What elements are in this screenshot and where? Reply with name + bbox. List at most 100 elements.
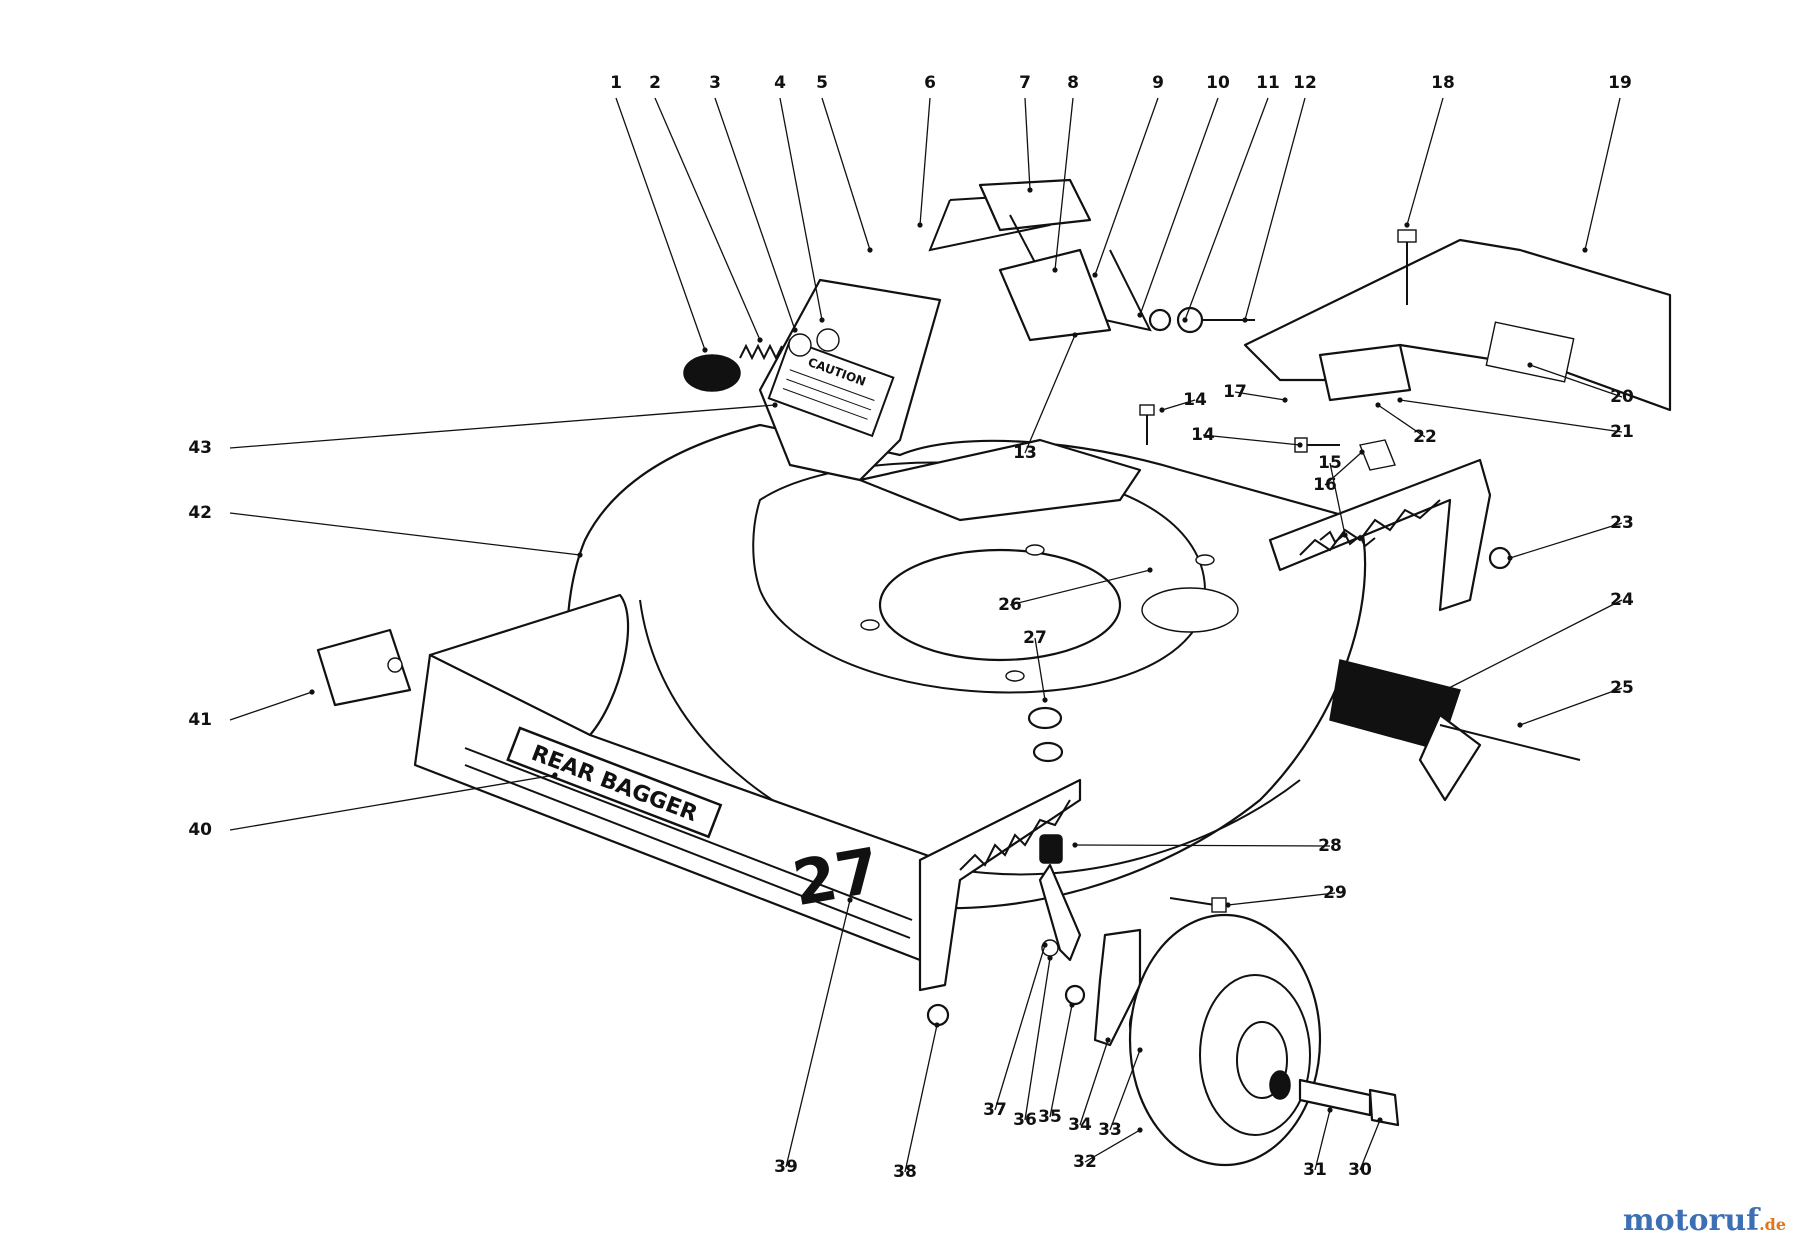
callout-leader-10 bbox=[1139, 97, 1219, 316]
clip-16 bbox=[1359, 439, 1396, 471]
callout-dot-5 bbox=[867, 247, 873, 253]
callout-dot-14 bbox=[1159, 407, 1165, 413]
callout-leader-9 bbox=[1094, 97, 1159, 276]
callout-dot-25 bbox=[1517, 722, 1523, 728]
callout-dot-3 bbox=[792, 327, 798, 333]
callout-dot-35 bbox=[1069, 1002, 1075, 1008]
callout-label-35: 35 bbox=[1038, 1107, 1062, 1127]
callout-dot-23 bbox=[1507, 555, 1513, 561]
nut-38 bbox=[926, 1003, 950, 1027]
axle-bolt bbox=[1298, 1078, 1400, 1127]
callout-label-10: 10 bbox=[1206, 73, 1230, 93]
callout-dot-17 bbox=[1282, 397, 1288, 403]
callout-label-1: 1 bbox=[610, 73, 622, 93]
callout-dot-2 bbox=[757, 337, 763, 343]
callout-leader-2 bbox=[654, 97, 761, 341]
callout-label-6: 6 bbox=[924, 73, 936, 93]
callout-leader-24 bbox=[1444, 599, 1623, 691]
callout-label-26: 26 bbox=[998, 595, 1022, 615]
callout-label-8: 8 bbox=[1067, 73, 1079, 93]
callout-leader-6 bbox=[919, 97, 931, 226]
mower-deck bbox=[565, 423, 1367, 910]
watermark-main-text: motoruf bbox=[1622, 1203, 1760, 1238]
callout-dot-21 bbox=[1397, 397, 1403, 403]
callout-leader-32 bbox=[1084, 1129, 1141, 1163]
callout-dot-14 bbox=[1297, 442, 1303, 448]
callout-leader-19 bbox=[1584, 97, 1621, 251]
callout-leader-34 bbox=[1079, 1039, 1109, 1126]
callout-dot-13 bbox=[1072, 332, 1078, 338]
callout-label-40: 40 bbox=[188, 820, 212, 840]
callout-dot-20 bbox=[1527, 362, 1533, 368]
callout-label-41: 41 bbox=[188, 710, 212, 730]
callout-label-38: 38 bbox=[893, 1162, 917, 1182]
callout-label-11: 11 bbox=[1256, 73, 1280, 93]
callout-label-23: 23 bbox=[1610, 513, 1634, 533]
washer-11 bbox=[1148, 308, 1172, 332]
callout-leader-23 bbox=[1509, 522, 1623, 559]
callout-leader-38 bbox=[904, 1024, 938, 1173]
callout-label-37: 37 bbox=[983, 1100, 1007, 1120]
callout-dot-7 bbox=[1027, 187, 1033, 193]
callout-dot-32 bbox=[1137, 1127, 1143, 1133]
callout-dot-43 bbox=[772, 402, 778, 408]
callout-dot-41 bbox=[309, 689, 315, 695]
callout-label-27: 27 bbox=[1023, 628, 1047, 648]
washer bbox=[816, 328, 840, 352]
washer bbox=[788, 333, 812, 357]
callout-label-20: 20 bbox=[1610, 387, 1634, 407]
callout-leader-41 bbox=[229, 691, 313, 721]
callout-dot-8 bbox=[1052, 267, 1058, 273]
callout-leader-14 bbox=[1202, 434, 1301, 446]
adjuster-bracket bbox=[1093, 928, 1142, 1047]
right-side-plate bbox=[918, 458, 1492, 992]
wheel bbox=[1128, 913, 1322, 1167]
callout-label-16: 16 bbox=[1313, 475, 1337, 495]
callout-label-34: 34 bbox=[1068, 1115, 1092, 1135]
callout-leader-26 bbox=[1009, 569, 1151, 606]
nut-23 bbox=[1488, 546, 1512, 570]
callout-dot-30 bbox=[1377, 1117, 1383, 1123]
callout-dot-26 bbox=[1147, 567, 1153, 573]
callout-label-2: 2 bbox=[649, 73, 661, 93]
callout-leader-39 bbox=[785, 899, 851, 1168]
callout-dot-33 bbox=[1137, 1047, 1143, 1053]
callout-leader-5 bbox=[821, 97, 871, 251]
callout-label-25: 25 bbox=[1610, 678, 1634, 698]
callout-label-19: 19 bbox=[1608, 73, 1632, 93]
callout-label-30: 30 bbox=[1348, 1160, 1372, 1180]
callout-dot-18 bbox=[1404, 222, 1410, 228]
callout-dot-10 bbox=[1137, 312, 1143, 318]
callout-label-43: 43 bbox=[188, 438, 212, 458]
callout-label-17: 17 bbox=[1223, 382, 1247, 402]
callout-label-42: 42 bbox=[188, 503, 212, 523]
callout-leader-1 bbox=[615, 97, 706, 351]
model-number-decal: 27 bbox=[787, 833, 885, 920]
callout-dot-38 bbox=[934, 1022, 940, 1028]
height-lever bbox=[1038, 834, 1082, 962]
callout-label-32: 32 bbox=[1073, 1152, 1097, 1172]
callout-label-31: 31 bbox=[1303, 1160, 1327, 1180]
knob bbox=[683, 354, 741, 392]
callout-leader-13 bbox=[1024, 334, 1076, 454]
rear-flap bbox=[1329, 659, 1581, 802]
callout-leader-30 bbox=[1359, 1119, 1381, 1171]
callout-dot-22 bbox=[1375, 402, 1381, 408]
callout-label-5: 5 bbox=[816, 73, 828, 93]
callout-leader-35 bbox=[1049, 1004, 1073, 1118]
callout-leader-20 bbox=[1529, 364, 1623, 398]
callout-label-28: 28 bbox=[1318, 836, 1342, 856]
bolt-29 bbox=[1169, 897, 1227, 913]
callout-leader-36 bbox=[1024, 957, 1051, 1121]
callout-dot-16 bbox=[1359, 449, 1365, 455]
callout-dot-40 bbox=[552, 772, 558, 778]
callout-leader-15 bbox=[1329, 462, 1346, 536]
callout-leader-43 bbox=[229, 404, 776, 449]
callout-leader-18 bbox=[1406, 97, 1444, 226]
spring-15 bbox=[1319, 530, 1376, 548]
callout-leader-4 bbox=[779, 97, 823, 321]
callout-dot-12 bbox=[1242, 317, 1248, 323]
callout-dot-24 bbox=[1442, 687, 1448, 693]
